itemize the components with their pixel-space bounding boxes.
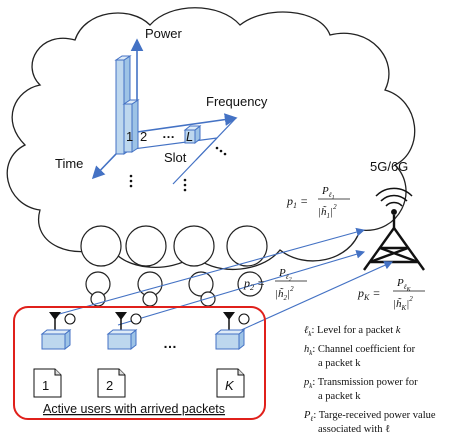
- svg-text:|h̃1|2: |h̃1|2: [318, 203, 337, 220]
- equation-p2: p2 = Pℓ2 |h̃2|2: [243, 267, 307, 302]
- legend-item-level: ℓk: Level for a packet k: [304, 325, 401, 338]
- time-axis-3: [195, 117, 237, 161]
- legend-item-power: pk: Transmission power for: [303, 377, 418, 390]
- svg-text:pK =: pK =: [357, 286, 380, 302]
- legend-item-power-cont: a packet k: [318, 391, 361, 402]
- packet-K: K: [216, 368, 245, 398]
- vertical-ellipsis-dots: [129, 146, 227, 192]
- base-station-tower: [363, 215, 425, 271]
- thought-bubbles: [80, 225, 268, 307]
- tower-label: 5G/6G: [370, 159, 408, 174]
- svg-text:|h̃K|2: |h̃K|2: [393, 295, 413, 312]
- packet-1: 1: [33, 368, 62, 398]
- equation-p1: p1 = Pℓ1 |h̃1|2: [286, 185, 350, 220]
- legend-item-channel: hk: Channel coefficient for: [304, 344, 416, 357]
- svg-text:2: 2: [106, 378, 113, 393]
- bar-label-1: 1: [126, 129, 133, 144]
- signal-line-1: [51, 227, 366, 317]
- svg-text:p2 =: p2 =: [243, 276, 265, 292]
- equation-pK: pK = PℓK |h̃K|2: [357, 277, 425, 312]
- svg-text:Pℓ2: Pℓ2: [278, 267, 292, 283]
- bar-ellipsis: …: [162, 126, 175, 141]
- svg-text:|h̃2|2: |h̃2|2: [275, 285, 294, 302]
- svg-text:p1 =: p1 =: [286, 194, 308, 210]
- user-device-2: [106, 312, 142, 351]
- time-label: Time: [55, 156, 83, 171]
- svg-text:PℓK: PℓK: [396, 277, 412, 293]
- slot-label: Slot: [164, 150, 187, 165]
- legend-item-target-cont: associated with ℓ: [318, 424, 390, 435]
- signal-line-K: [227, 261, 394, 337]
- power-bar-L: [183, 124, 202, 145]
- svg-text:Pℓ1: Pℓ1: [321, 185, 335, 201]
- power-bar-2: [122, 99, 140, 153]
- legend-item-channel-cont: a packet k: [318, 358, 361, 369]
- frequency-axis: [136, 113, 238, 133]
- user-device-1: [40, 312, 76, 351]
- tower-signal-icon: [375, 187, 413, 215]
- svg-text:K: K: [225, 378, 235, 393]
- users-caption: Active users with arrived packets: [43, 402, 225, 416]
- power-label: Power: [145, 26, 183, 41]
- packet-2: 2: [97, 368, 126, 398]
- frequency-label: Frequency: [206, 94, 268, 109]
- legend: ℓk: Level for a packet k hk: Channel coe…: [303, 325, 436, 435]
- users-box: [13, 306, 266, 420]
- bar-label-L: L: [186, 129, 193, 144]
- users-ellipsis: …: [163, 335, 177, 351]
- legend-item-target: Pℓ: Targe-received power value: [303, 410, 436, 423]
- bar-label-2: 2: [140, 129, 147, 144]
- signal-line-2: [117, 249, 366, 326]
- user-device-K: [214, 312, 250, 351]
- svg-text:1: 1: [42, 378, 49, 393]
